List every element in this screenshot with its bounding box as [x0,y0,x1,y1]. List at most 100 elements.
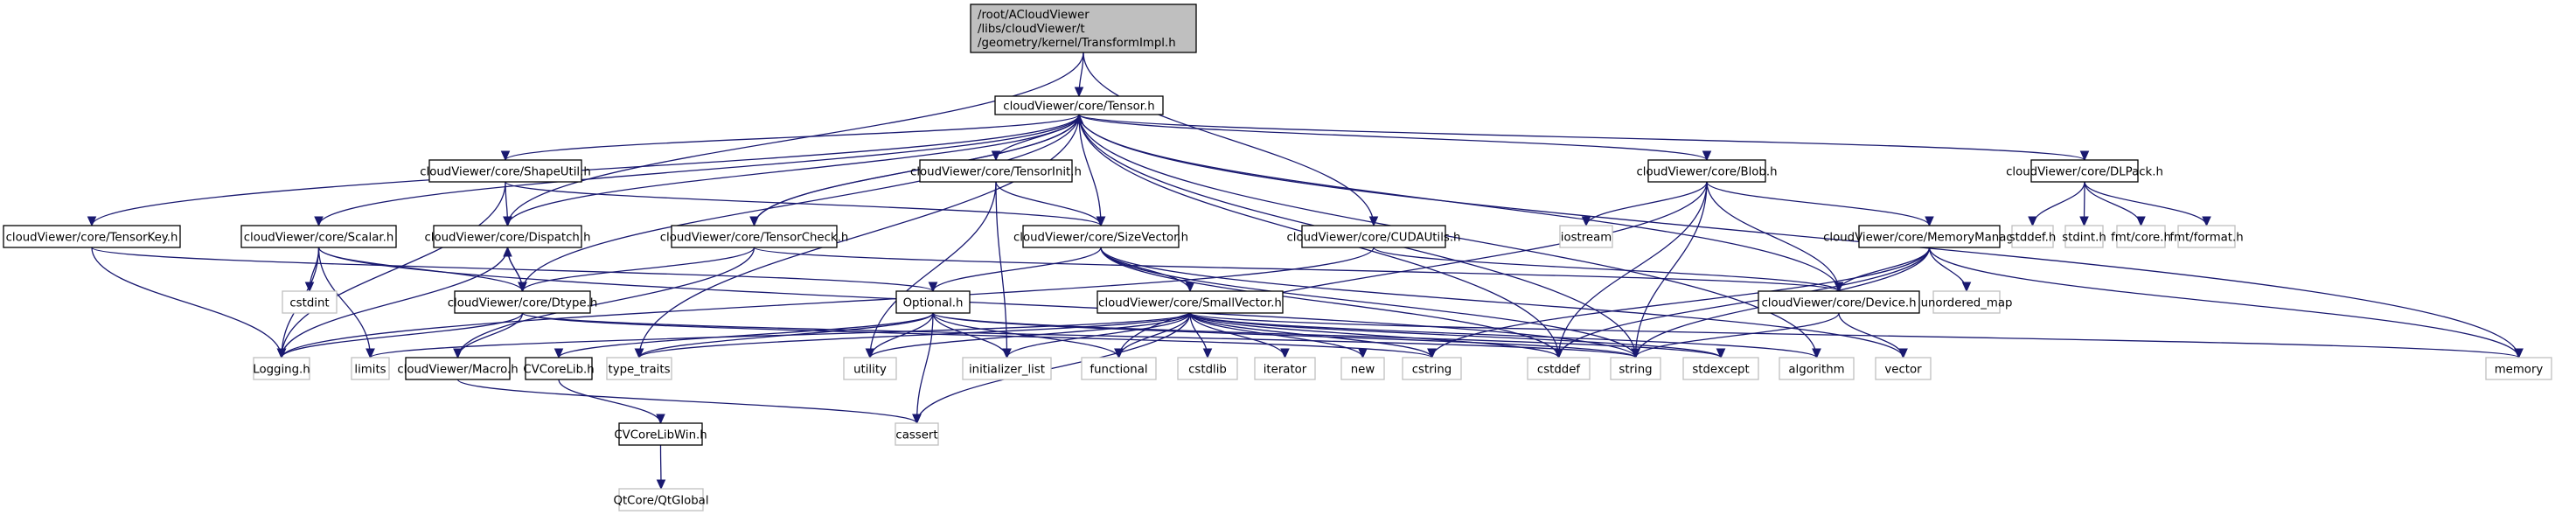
node-label: cloudViewer/core/SmallVector.h [1098,297,1282,310]
node-box [2177,225,2236,248]
edge-Dtype-to-Logging [281,312,524,358]
edge-SmallVector-to-new [1189,312,1364,358]
arrowhead-icon [991,150,1001,162]
node-dispatch[interactable]: cloudViewer/core/Dispatch.h [424,225,591,248]
node-smallvector[interactable]: cloudViewer/core/SmallVector.h [1097,290,1284,314]
node-box [1097,290,1284,314]
edge-TensorInit-to-utility [869,181,997,358]
node-label: cloudViewer/core/Scalar.h [244,232,394,245]
edge-Scalar-to-limits [317,247,372,358]
node-label: memory [2495,364,2544,377]
node-box [1559,225,1613,248]
node-label: QtCore/QtGlobal [613,495,708,508]
node-unordered-map: unordered_map [1921,290,2012,314]
arrowhead-icon [2079,150,2090,162]
node-stdexcept: stdexcept [1682,357,1759,380]
arrowhead-icon [1202,348,1213,359]
node-type-traits: type_traits [606,357,672,380]
edges-layer [87,52,2524,491]
edge-CVCoreLib-to-CVCoreLibWin [558,379,662,424]
node-box [843,357,897,380]
node-dtype[interactable]: cloudViewer/core/Dtype.h [448,290,598,314]
node-cassert: cassert [895,422,939,446]
arrowhead-icon [1898,348,1908,359]
node-box [895,290,971,314]
node-label: cloudViewer/core/Dispatch.h [424,232,590,245]
arrowhead-icon [553,348,564,359]
arrowhead-icon [276,348,287,359]
arrowhead-icon [1925,216,1934,227]
node-tensorinit[interactable]: cloudViewer/core/TensorInit.h [910,159,1082,183]
node-label: iterator [1264,364,1307,377]
arrowhead-icon [1716,348,1726,359]
edge-SmallVector-to-initializer_list [1006,312,1191,358]
node-optional[interactable]: Optional.h [895,290,971,314]
node-tensorkey[interactable]: cloudViewer/core/TensorKey.h [3,225,181,248]
node-device[interactable]: cloudViewer/core/Device.h [1758,290,1920,314]
node-box [1858,225,2001,248]
arrowhead-icon [1358,348,1368,359]
arrowhead-icon [865,348,875,359]
arrowhead-icon [1002,348,1012,359]
arrowhead-icon [656,479,666,491]
arrowhead-icon [518,282,527,293]
edge-Dispatch-to-Logging [281,247,509,358]
node-label: cstdint [289,297,329,310]
edge-Tensor-to-Dispatch [506,114,1080,226]
node-box [454,290,591,314]
edge-Optional-to-CVCoreLib [558,312,934,358]
node-stdint-h: stdint.h [2062,225,2106,248]
edge-TensorKey-to-Logging [91,247,282,358]
edge-SmallVector-to-cstddef [1189,312,1560,358]
node-cudautils[interactable]: cloudViewer/core/CUDAUtils.h [1286,225,1461,248]
node-box [1022,225,1180,248]
arrowhead-icon [1368,216,1379,227]
arrowhead-icon [87,216,97,227]
node-box [1779,357,1855,380]
node-label: string [1619,364,1652,377]
node-label: cloudViewer/core/ShapeUtil.h [420,166,591,179]
node-box [1301,225,1446,248]
arrowhead-icon [1961,282,1972,293]
node-box [1682,357,1759,380]
node-sizevector[interactable]: cloudViewer/core/SizeVector.h [1013,225,1188,248]
node-blob[interactable]: cloudViewer/core/Blob.h [1636,159,1778,183]
node-label: cloudViewer/core/Blob.h [1636,166,1777,179]
node-macro[interactable]: cloudViewer/Macro.h [397,357,519,380]
edge-SmallVector-to-algorithm [1189,312,1818,358]
node-label: cloudViewer/core/DLPack.h [2006,166,2163,179]
node-scalar[interactable]: cloudViewer/core/Scalar.h [240,225,397,248]
node-memorymanager[interactable]: cloudViewer/core/MemoryManager.h [1823,225,2036,248]
node-label: CVCoreLibWin.h [614,429,707,442]
node-iterator: iterator [1254,357,1316,380]
edge-TensorCheck-to-Dtype [521,247,755,292]
node-cstdint: cstdint [282,290,338,314]
node-cvcorelib[interactable]: CVCoreLib.h [523,357,595,380]
node-tensorcheck[interactable]: cloudViewer/core/TensorCheck.h [660,225,849,248]
node-cvcorelibwin[interactable]: CVCoreLibWin.h [614,422,707,446]
arrowhead-icon [1834,282,1844,293]
arrowhead-icon [1554,348,1563,359]
node-shapeutil[interactable]: cloudViewer/core/ShapeUtil.h [420,159,591,183]
arrowhead-icon [2028,216,2037,227]
node-logging: Logging.h [253,357,310,380]
node-box [1402,357,1462,380]
node-label: cstdlib [1188,364,1227,377]
node-box [1081,357,1157,380]
node-dlpack[interactable]: cloudViewer/core/DLPack.h [2006,159,2163,183]
edge-SmallVector-to-memory [1189,312,2520,358]
node-box [895,422,939,446]
node-label: iostream [1561,232,1612,245]
arrowhead-icon [1074,113,1084,124]
edge-SmallVector-to-utility [869,312,1191,358]
node-tensor[interactable]: cloudViewer/core/Tensor.h [994,95,1164,115]
arrowhead-icon [1074,87,1084,98]
node-label: algorithm [1788,364,1844,377]
node-box [919,159,1073,183]
edge-root-to-CUDAUtils [1083,52,1375,226]
node-label: /geometry/kernel/TransformImpl.h [978,37,1176,50]
node-label: stdint.h [2062,232,2106,245]
node-root[interactable]: /root/ACloudViewer/libs/cloudViewer/t/ge… [970,3,1197,53]
node-box [2485,357,2552,380]
node-label: cloudViewer/core/MemoryManager.h [1823,232,2036,245]
